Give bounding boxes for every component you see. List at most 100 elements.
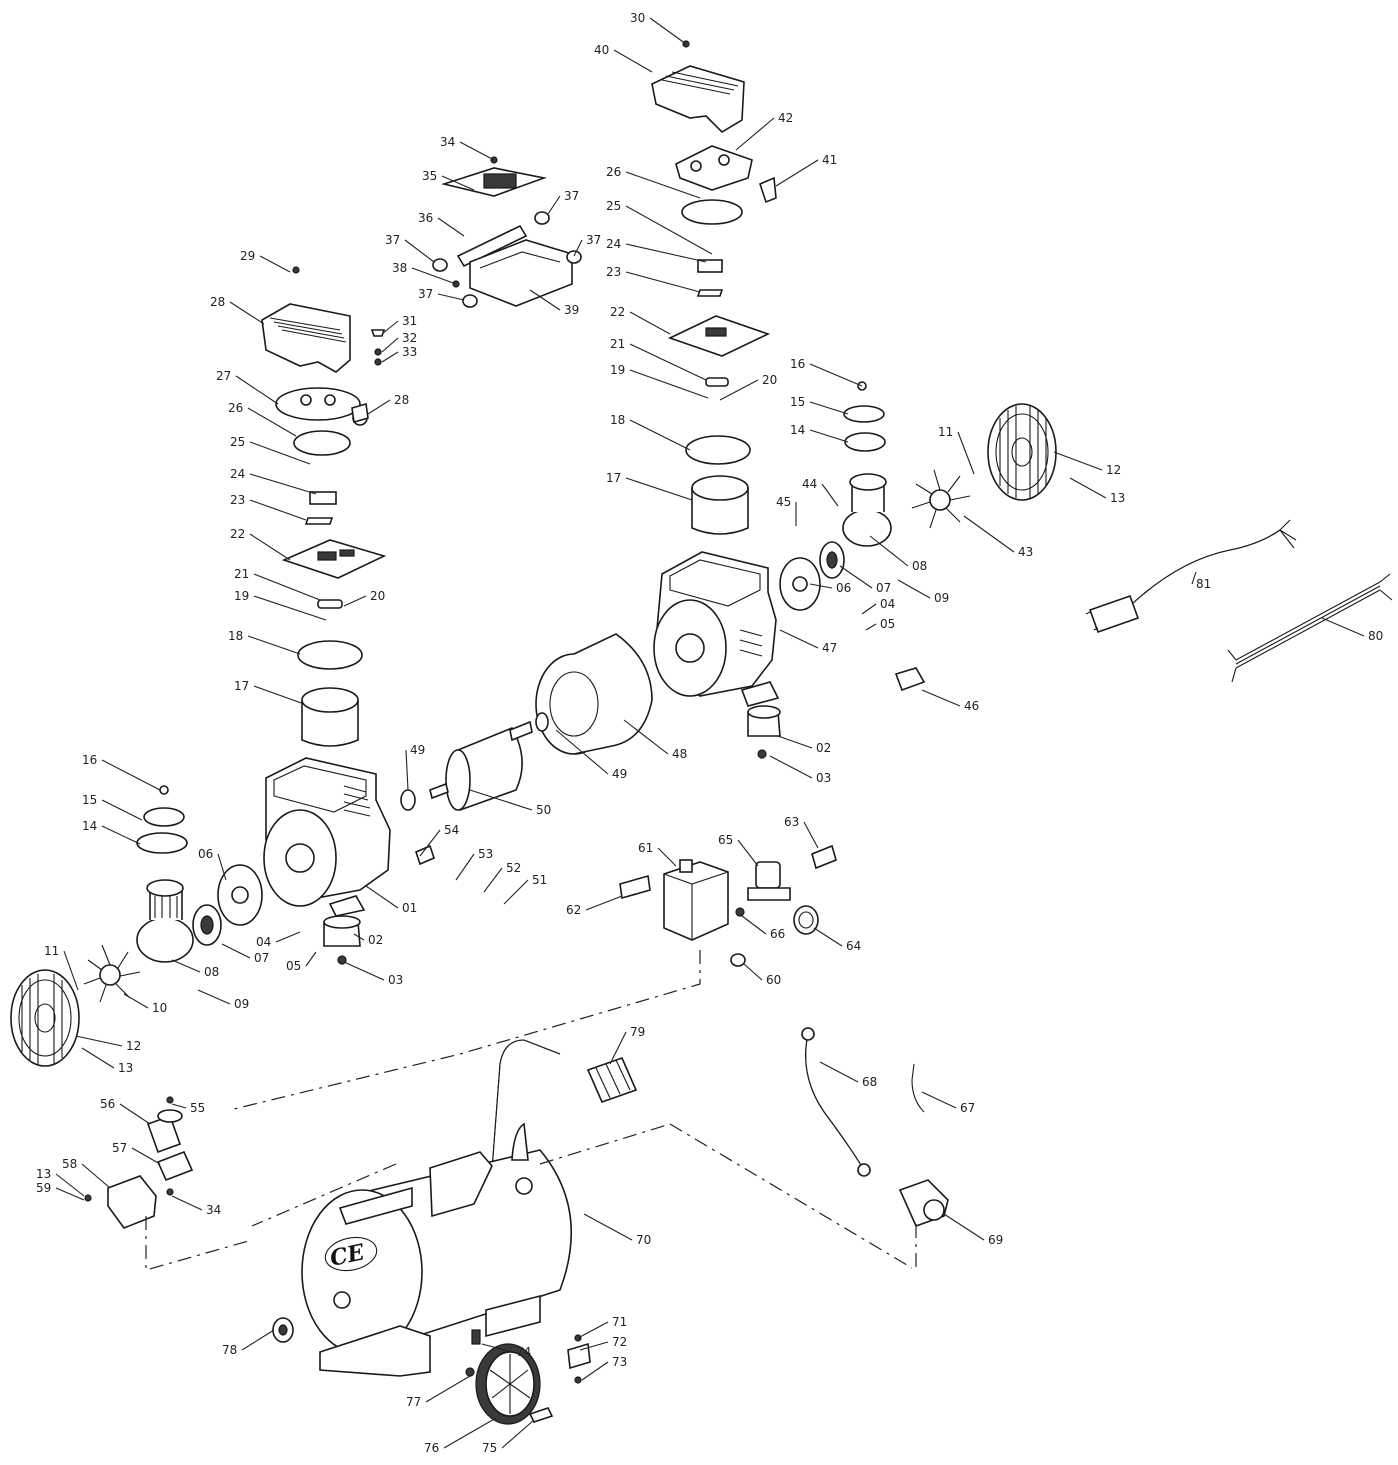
- filter-seal-1: [534, 211, 550, 225]
- callout-leader: [769, 755, 813, 779]
- part-number-label: 76: [424, 1441, 439, 1455]
- part-number-label: 78: [222, 1343, 237, 1357]
- internal-wiring: [1227, 573, 1393, 683]
- air-filter-cover: [441, 167, 547, 197]
- part-number-label: 53: [478, 847, 493, 861]
- part-number-label: 50: [536, 803, 551, 817]
- part-number-label: 15: [790, 395, 805, 409]
- part-number-label: 29: [240, 249, 255, 263]
- quick-coupler: [811, 844, 837, 870]
- part-number-label: 25: [230, 435, 245, 449]
- callout-leader: [743, 963, 763, 981]
- part-number-label: 71: [612, 1315, 627, 1329]
- callout-leader: [253, 595, 327, 621]
- callout-leader: [441, 175, 475, 191]
- part-number-label: 07: [254, 951, 269, 965]
- right-reed-valve: [705, 377, 729, 387]
- part-number-label: 59: [36, 1181, 51, 1195]
- check-valve-line: [539, 1123, 671, 1165]
- part-number-label: 33: [402, 345, 417, 359]
- right-head-cover: [651, 65, 745, 134]
- part-number-label: 05: [286, 959, 301, 973]
- callout-leader: [1191, 571, 1197, 585]
- part-number-label: 64: [846, 939, 861, 953]
- callout-leader: [819, 1061, 859, 1083]
- left-valve-plate: [281, 539, 387, 579]
- callout-leader: [81, 1047, 115, 1069]
- callout-leader: [221, 943, 251, 959]
- left-crankcase-housing: [263, 757, 391, 917]
- left-reed-valve: [317, 599, 343, 609]
- power-cord: [1085, 519, 1297, 634]
- part-number-label: 07: [876, 581, 891, 595]
- handle-connection-line: [145, 1216, 253, 1271]
- housing-cover-plate: [415, 844, 435, 866]
- part-number-label: 73: [612, 1355, 627, 1369]
- callout-leader: [101, 799, 143, 821]
- callout-leader: [581, 1361, 609, 1381]
- callout-leader: [625, 477, 693, 501]
- part-number-label: 36: [418, 211, 433, 225]
- part-number-label: 26: [606, 165, 621, 179]
- callout-leader: [249, 533, 291, 561]
- callout-leader: [613, 49, 653, 73]
- part-number-label: 08: [204, 965, 219, 979]
- part-number-label: 22: [230, 527, 245, 541]
- part-number-label: 04: [880, 597, 895, 611]
- part-number-label: 06: [836, 581, 851, 595]
- left-cylinder-sleeve: [301, 687, 359, 747]
- callout-leader: [865, 623, 877, 631]
- part-number-label: 11: [44, 944, 59, 958]
- right-motor-foot: [747, 705, 781, 737]
- handle-grip-sleeve: [146, 1109, 183, 1154]
- discharge-hose: [801, 1027, 871, 1177]
- part-number-label: 13: [36, 1167, 51, 1181]
- pressure-switch: [663, 859, 729, 941]
- part-number-label: 09: [934, 591, 949, 605]
- part-number-label: 48: [672, 747, 687, 761]
- callout-leader: [459, 141, 495, 161]
- part-number-label: 26: [228, 401, 243, 415]
- callout-leader: [921, 689, 961, 707]
- filter-tube: [456, 224, 528, 268]
- right-fan: [911, 469, 971, 529]
- part-number-label: 21: [234, 567, 249, 581]
- part-number-label: 68: [862, 1075, 877, 1089]
- callout-leader: [921, 1091, 957, 1109]
- part-number-label: 46: [964, 699, 979, 713]
- part-number-label: 13: [118, 1061, 133, 1075]
- callout-leader: [437, 217, 465, 237]
- part-number-label: 52: [506, 861, 521, 875]
- left-piston-seal: [143, 807, 185, 827]
- callout-leader: [411, 267, 457, 285]
- part-number-label: 37: [418, 287, 433, 301]
- left-o-ring: [297, 640, 363, 670]
- callout-leader: [197, 989, 231, 1005]
- callout-leader: [419, 829, 441, 857]
- part-number-label: 66: [770, 927, 785, 941]
- motor-capacitor-clip: [894, 667, 926, 692]
- callout-leader: [529, 289, 561, 311]
- part-number-label: 27: [216, 369, 231, 383]
- part-number-label: 10: [152, 1001, 167, 1015]
- part-number-label: 18: [610, 413, 625, 427]
- rotor-bearing-right: [535, 712, 549, 732]
- part-number-label: 67: [960, 1101, 975, 1115]
- callout-leader: [501, 1419, 535, 1449]
- callout-leader: [101, 825, 141, 845]
- callout-leader: [555, 729, 609, 775]
- callout-leader: [343, 961, 385, 981]
- part-number-label: 63: [784, 815, 799, 829]
- part-number-label: 51: [532, 873, 547, 887]
- manifold-plug: [735, 907, 745, 917]
- callout-leader: [625, 205, 713, 255]
- callout-leader: [625, 243, 707, 263]
- part-number-label: 61: [638, 841, 653, 855]
- left-motor-foot: [323, 915, 361, 947]
- filter-housing: [469, 239, 573, 307]
- air-filter-element: [586, 1056, 638, 1104]
- part-number-label: 31: [402, 314, 417, 328]
- callout-leader: [483, 867, 503, 893]
- left-valve-plate-shim: [304, 517, 334, 525]
- right-crankcase-housing: [653, 551, 780, 707]
